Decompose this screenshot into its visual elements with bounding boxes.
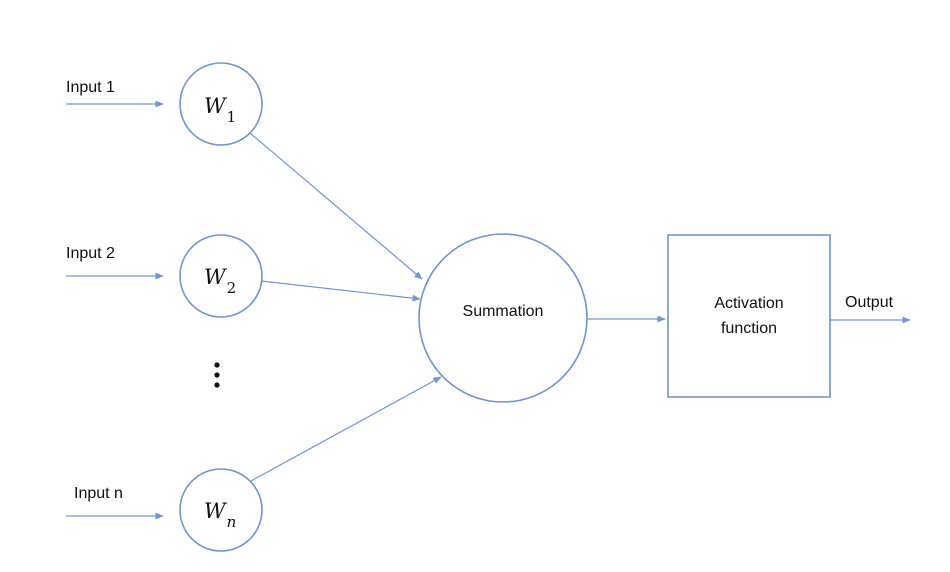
output-label: Output bbox=[845, 294, 894, 311]
weight-node-2: W2 bbox=[179, 234, 263, 318]
input-1-label: Input 1 bbox=[66, 79, 115, 96]
weight-2-symbol: W bbox=[204, 265, 228, 289]
weight-n-to-summation-arrow bbox=[250, 376, 442, 482]
activation-function-box: Activation function bbox=[667, 234, 831, 398]
input-2-label: Input 2 bbox=[66, 245, 115, 262]
weight-1-symbol: W bbox=[204, 94, 228, 118]
weight-node-n: Wn bbox=[179, 468, 263, 552]
weight-node-1: W1 bbox=[179, 62, 263, 146]
vertical-ellipsis-icon bbox=[214, 362, 220, 388]
activation-label-line2: function bbox=[721, 320, 777, 337]
svg-text:W1: W1 bbox=[204, 94, 236, 126]
weight-n-symbol: W bbox=[204, 499, 228, 523]
weight-1-subscript: 1 bbox=[227, 108, 237, 126]
svg-text:W2: W2 bbox=[204, 265, 236, 297]
input-n-label: Input n bbox=[74, 485, 123, 502]
weight-n-subscript: n bbox=[227, 513, 237, 531]
weight-2-to-summation-arrow bbox=[260, 280, 421, 302]
svg-text:Wn: Wn bbox=[204, 499, 236, 531]
summation-label: Summation bbox=[463, 303, 544, 320]
weight-2-subscript: 2 bbox=[227, 279, 237, 297]
summation-node: Summation bbox=[418, 233, 588, 403]
weight-1-to-summation-arrow bbox=[249, 132, 423, 280]
activation-label-line1: Activation bbox=[714, 295, 783, 312]
